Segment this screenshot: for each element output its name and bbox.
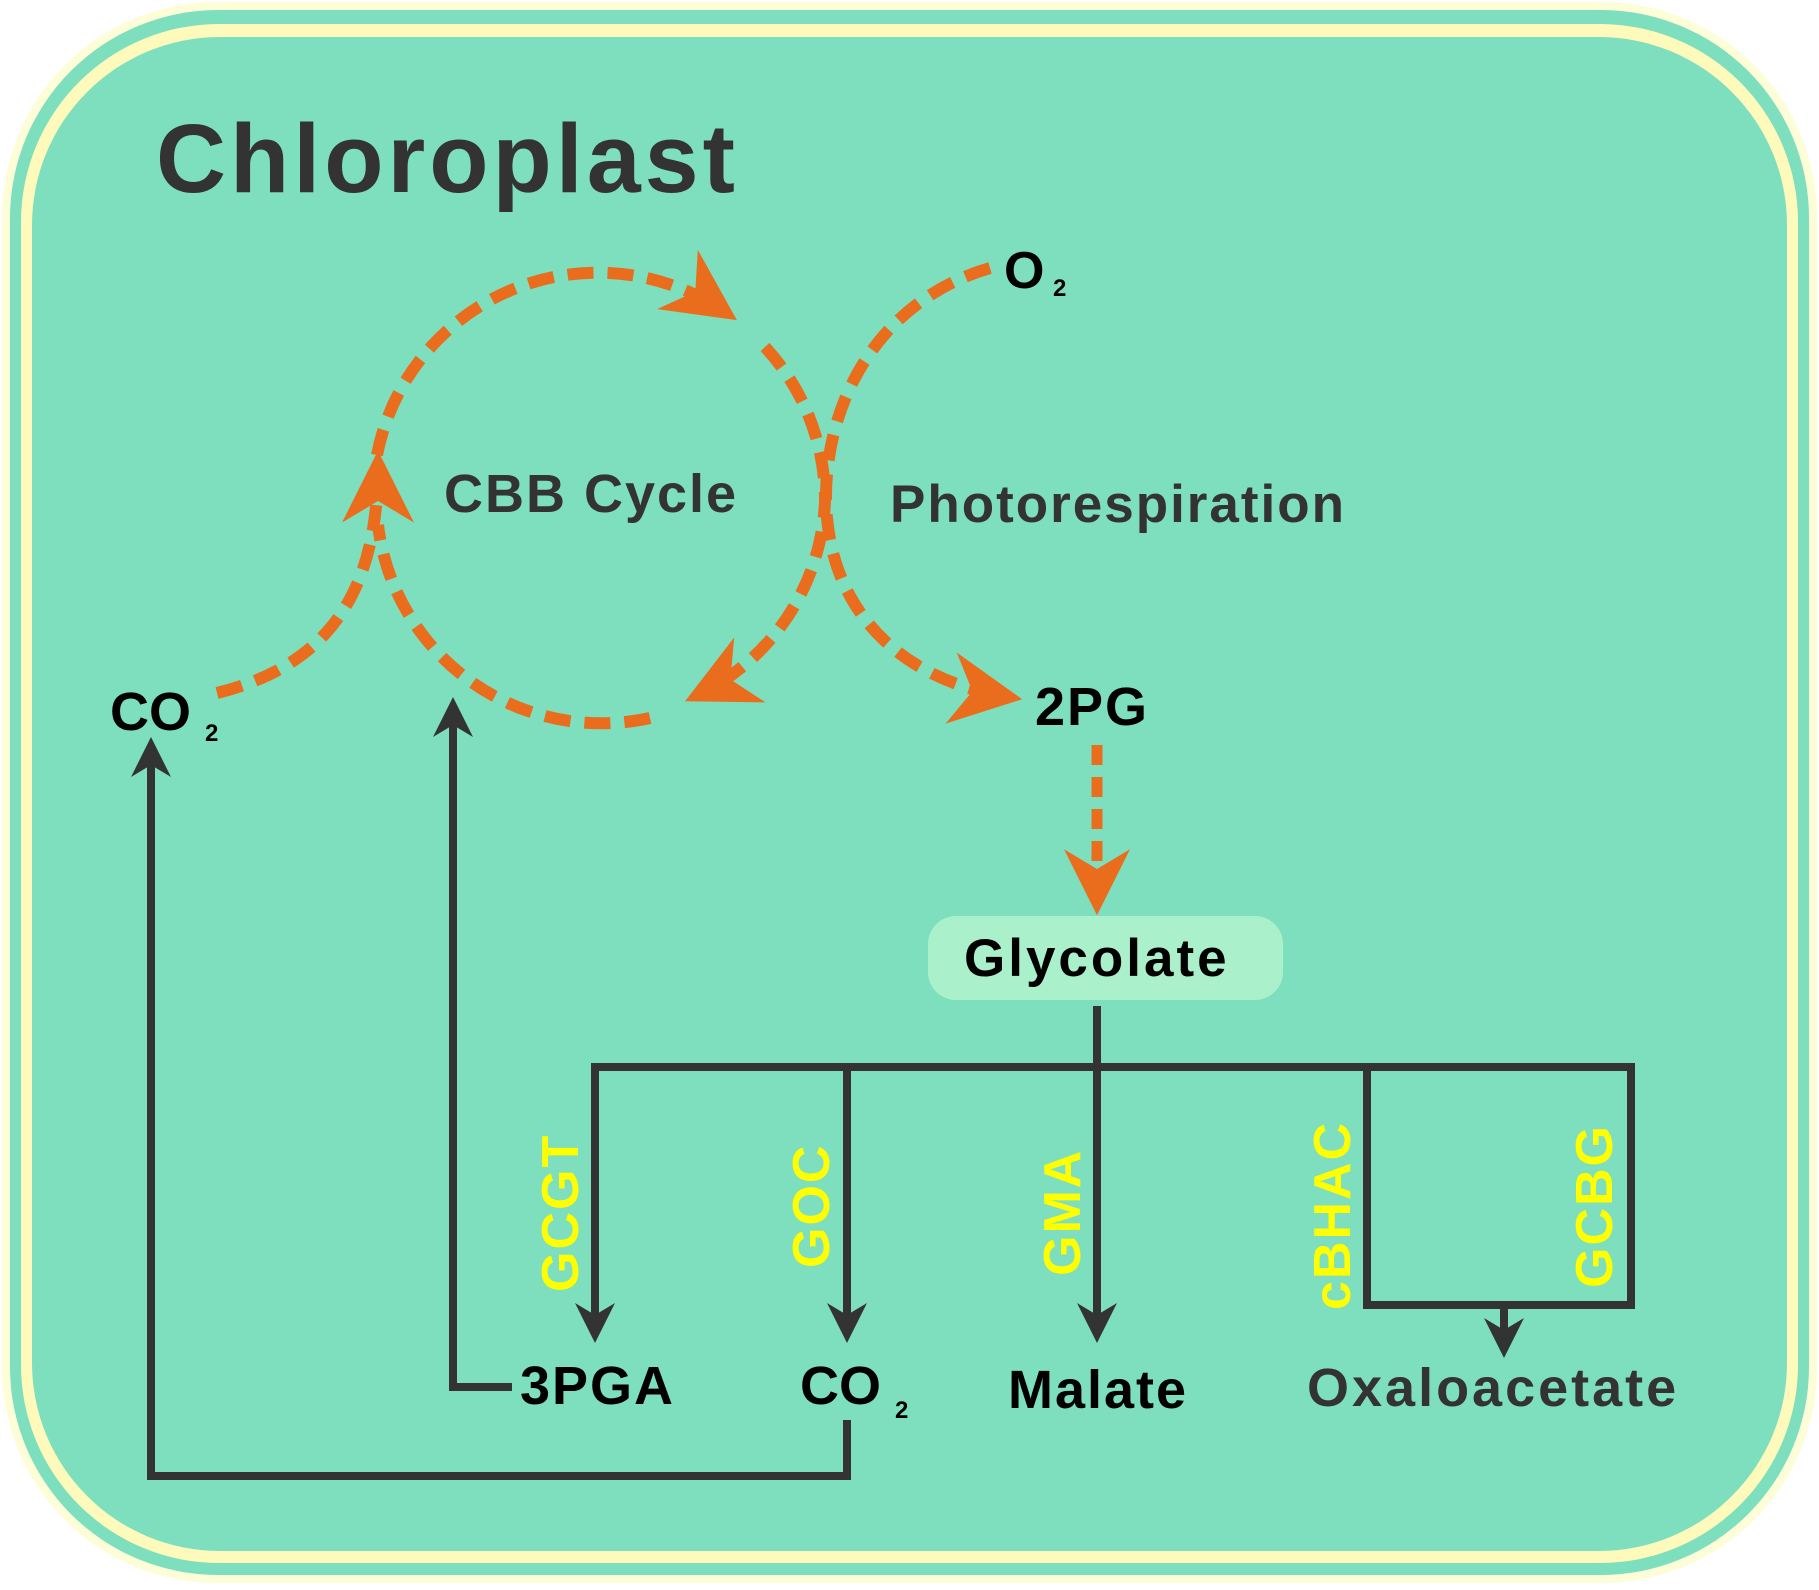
- enzyme-gma: GMA: [1034, 1149, 1092, 1276]
- glycolate-box: [928, 916, 1283, 1000]
- glycolate-branches: [131, 697, 1635, 1480]
- o2-main: O: [1004, 242, 1044, 300]
- malate-label: Malate: [1008, 1360, 1188, 1420]
- cbb-cycle-ring: [371, 249, 832, 730]
- chloroplast-body: [32, 37, 1787, 1551]
- cbb-arc-right: [685, 342, 832, 703]
- enzyme-gcbg: GCBG: [1566, 1124, 1624, 1288]
- glycolate-label: Glycolate: [964, 929, 1230, 988]
- photorespiration-dashed-arrow: [819, 262, 1023, 724]
- co2-left-subscript: 2: [205, 720, 218, 747]
- photorespiration-label: Photorespiration: [890, 475, 1346, 534]
- pga3-label: 3PGA: [520, 1356, 675, 1416]
- o2-subscript: 2: [1053, 275, 1066, 302]
- co2-bottom-main: CO: [800, 1356, 881, 1416]
- o2-label: O 2: [1004, 242, 1066, 302]
- pg2-label: 2PG: [1035, 677, 1149, 737]
- enzyme-gcgt: GCGT: [532, 1134, 590, 1292]
- co2-bottom-label: CO 2: [800, 1356, 908, 1424]
- enzyme-cbhac: cBHAC: [1304, 1121, 1362, 1310]
- co2-inflow-dashed-arrow: [215, 450, 414, 699]
- enzyme-goc: GOC: [783, 1144, 841, 1268]
- chloroplast-title: Chloroplast: [156, 104, 739, 213]
- pga3-return-arrow: [433, 697, 512, 1391]
- co2-bottom-subscript: 2: [895, 1397, 908, 1424]
- co2-left-label: CO 2: [110, 682, 218, 747]
- co2-return-arrow: [131, 737, 851, 1480]
- co2-left-main: CO: [110, 682, 191, 742]
- oxaloacetate-label: Oxaloacetate: [1307, 1358, 1679, 1418]
- cbb-arc-bottom: [372, 524, 652, 730]
- cbb-arc-top: [371, 249, 737, 457]
- cbb-cycle-label: CBB Cycle: [444, 464, 738, 524]
